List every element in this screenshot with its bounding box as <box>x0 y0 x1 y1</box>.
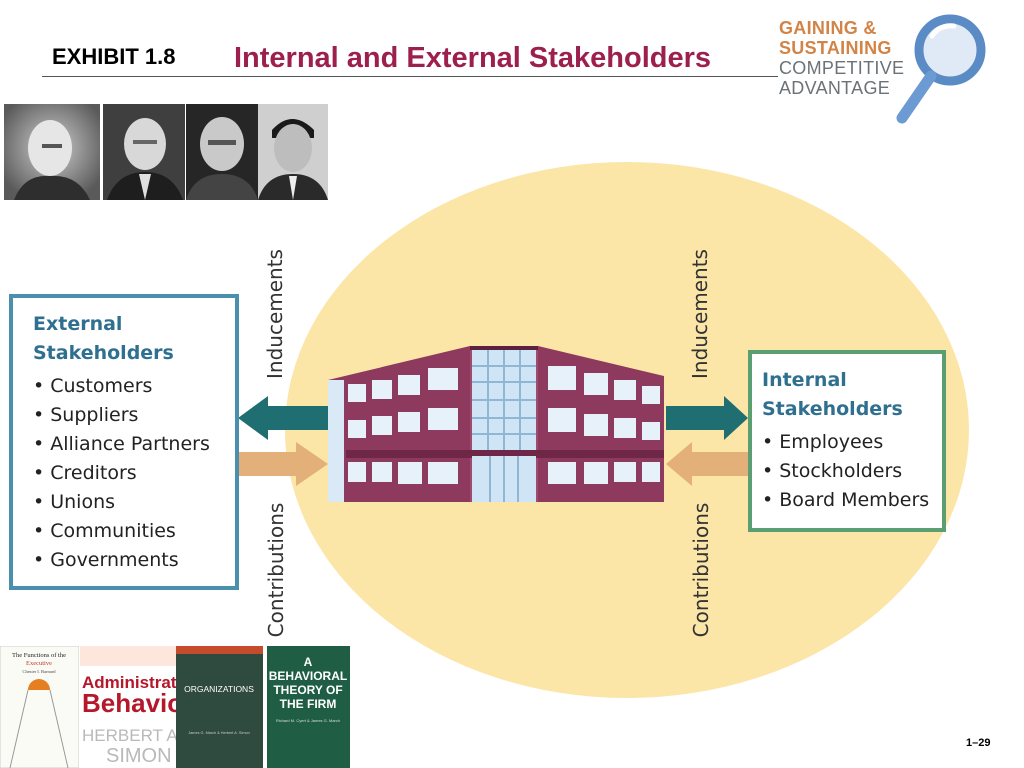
external-stakeholders-box: External Stakeholders Customers Supplier… <box>9 294 239 590</box>
book-cover-organizations: ORGANIZATIONS James G. March & Herbert A… <box>176 646 263 768</box>
exhibit-number: EXHIBIT 1.8 <box>52 44 176 69</box>
logo-text: GAINING & SUSTAINING COMPETITIVE ADVANTA… <box>779 18 904 98</box>
inducements-label-left: Inducements <box>263 249 287 379</box>
logo-line-2: SUSTAINING <box>779 38 892 58</box>
book-cover-functions-of-the-executive: The Functions of the Executive Chester I… <box>0 646 79 768</box>
logo-line-1: GAINING & <box>779 18 877 38</box>
list-item: Customers <box>33 372 235 401</box>
internal-stakeholders-box: Internal Stakeholders Employees Stockhol… <box>748 350 946 532</box>
inducements-label-right: Inducements <box>688 249 712 379</box>
contributions-arrow-left <box>238 442 328 486</box>
page-number: 1–29 <box>966 737 991 749</box>
portrait-photo-3 <box>186 104 258 200</box>
list-item: Alliance Partners <box>33 430 235 459</box>
list-item: Employees <box>762 428 942 457</box>
list-item: Communities <box>33 517 235 546</box>
book2-author-line1: HERBERT A. <box>82 726 176 745</box>
internal-title-line-1: Internal <box>762 369 847 391</box>
list-item: Governments <box>33 546 235 575</box>
slide-title: Internal and External Stakeholders <box>234 42 712 74</box>
book2-title-line2: Behavior <box>82 688 176 718</box>
portrait-photo-1 <box>4 104 100 200</box>
book4-title-line2: BEHAVIORAL <box>269 669 347 683</box>
logo-line-4: ADVANTAGE <box>779 78 891 98</box>
book1-title-line1: The Functions of the <box>12 652 66 659</box>
external-title-line-2: Stakeholders <box>33 342 174 364</box>
book-cover-administrative-behavior: Administrative Behavior HERBERT A. SIMON <box>80 646 176 768</box>
list-item: Creditors <box>33 459 235 488</box>
internal-title-line-2: Stakeholders <box>762 398 903 420</box>
book4-title-line1: A <box>304 655 313 669</box>
portrait-photo-2 <box>103 104 185 200</box>
inducements-arrow-left <box>238 396 330 440</box>
portrait-photo-4 <box>258 104 328 200</box>
contributions-label-left: Contributions <box>264 502 288 638</box>
building-icon <box>328 346 664 502</box>
book4-title-line3: THEORY OF <box>273 683 342 697</box>
internal-stakeholder-list: Employees Stockholders Board Members <box>762 428 942 515</box>
book1-title-line2: Executive <box>26 660 52 667</box>
external-stakeholder-list: Customers Suppliers Alliance Partners Cr… <box>33 372 235 575</box>
external-title-line-1: External <box>33 313 123 335</box>
list-item: Unions <box>33 488 235 517</box>
contributions-arrow-right <box>666 442 748 486</box>
book1-author: Chester I. Barnard <box>22 669 56 674</box>
book2-title-line1: Administrative <box>82 673 176 692</box>
book2-author-line2: SIMON <box>106 745 172 767</box>
book3-author: James G. March & Herbert A. Simon <box>188 731 249 735</box>
book4-author: Richard M. Cyert & James G. March <box>276 718 340 723</box>
magnifying-glass-icon <box>896 14 986 124</box>
book3-title: ORGANIZATIONS <box>184 684 254 694</box>
list-item: Suppliers <box>33 401 235 430</box>
book4-title-line4: THE FIRM <box>280 697 337 711</box>
inducements-arrow-right <box>666 396 748 440</box>
contributions-label-right: Contributions <box>689 502 713 638</box>
list-item: Stockholders <box>762 457 942 486</box>
list-item: Board Members <box>762 486 942 515</box>
title-divider <box>42 76 778 77</box>
book-cover-behavioral-theory-of-the-firm: A BEHAVIORAL THEORY OF THE FIRM Richard … <box>267 646 350 768</box>
logo-line-3: COMPETITIVE <box>779 58 905 78</box>
